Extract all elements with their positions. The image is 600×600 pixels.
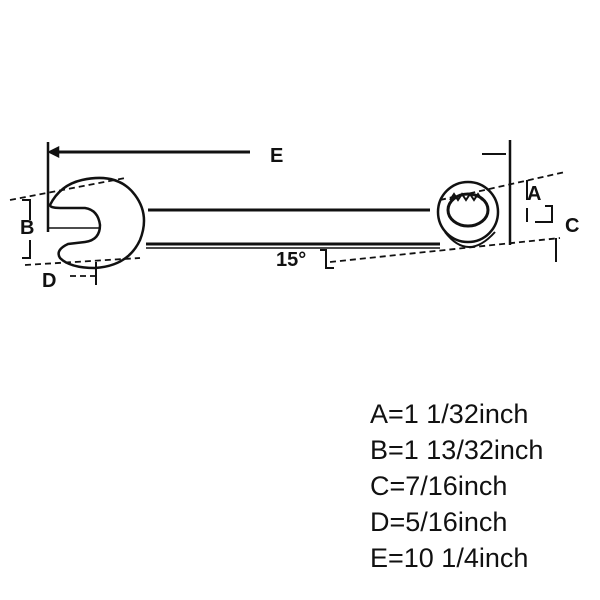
spec-e: E=10 1/4inch [370, 543, 529, 573]
spec-c: C=7/16inch [370, 471, 508, 501]
box-end-ring [436, 180, 500, 244]
spec-a: A=1 1/32inch [370, 399, 529, 429]
angle-dashed-line [329, 237, 561, 263]
label-a: A [527, 183, 541, 205]
e-arrow [47, 145, 60, 159]
spec-d: D=5/16inch [370, 507, 508, 537]
b-top-dashed-line [9, 177, 126, 201]
dimension-specs-list: A=1 1/32inch B=1 13/32inch C=7/16inch D=… [370, 396, 543, 576]
label-c: C [565, 215, 579, 237]
spec-b: B=1 13/32inch [370, 435, 544, 465]
label-angle: 15° [276, 249, 306, 271]
a-top-dashed-line [439, 171, 566, 201]
open-end-head [48, 176, 146, 270]
label-e: E [270, 145, 283, 167]
label-b: B [20, 217, 34, 239]
box-end-opening [446, 192, 490, 228]
label-d: D [42, 270, 56, 292]
